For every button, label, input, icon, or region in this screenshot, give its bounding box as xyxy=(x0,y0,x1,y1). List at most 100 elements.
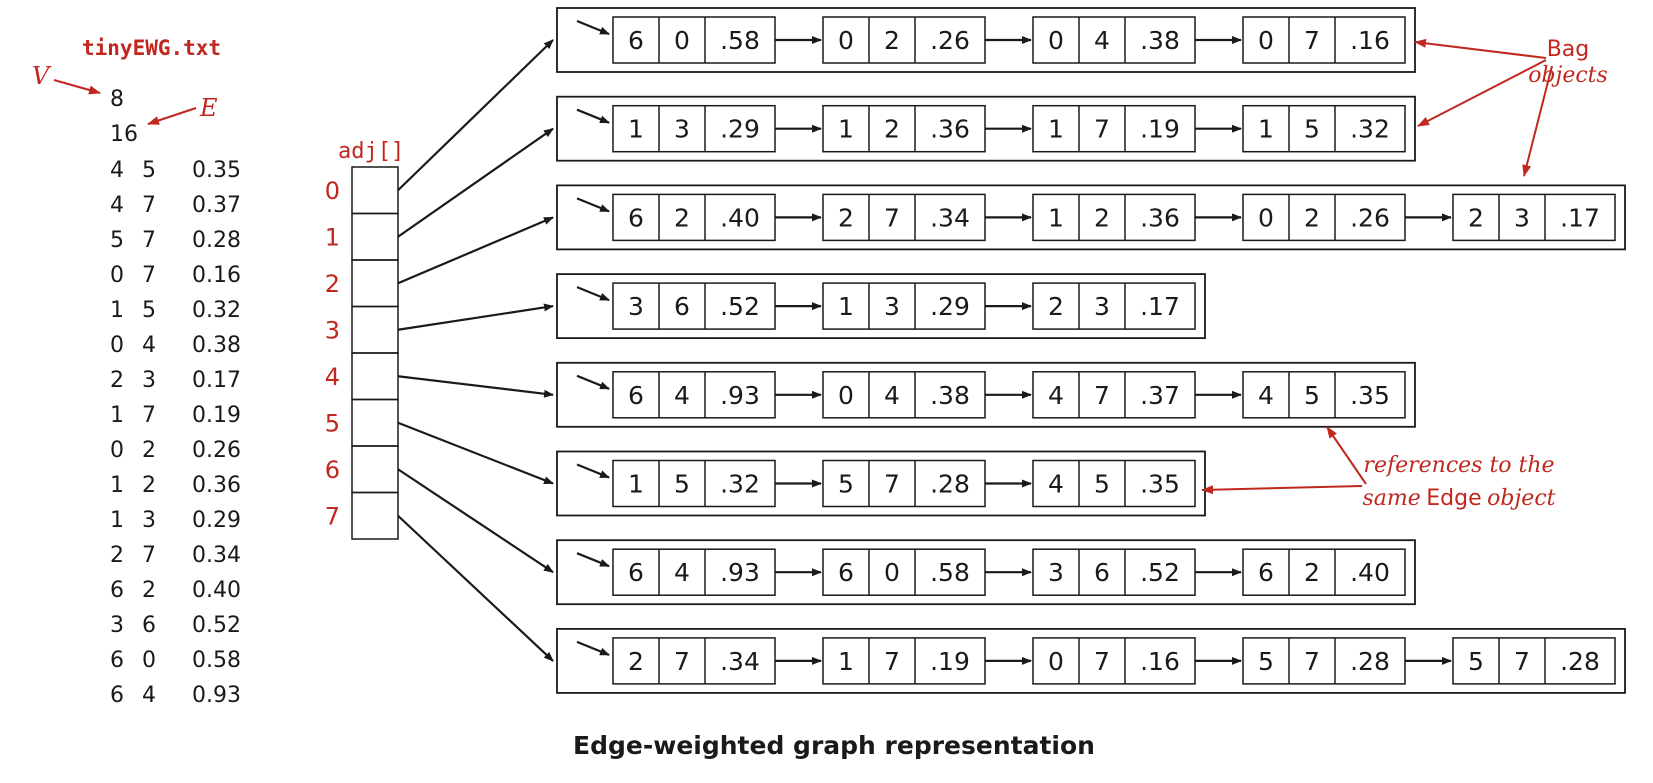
edge-node-w: 5 xyxy=(674,470,690,499)
edge-node-w: 3 xyxy=(674,115,690,144)
adj-pointer-arrow xyxy=(397,375,554,398)
e-label: E xyxy=(199,94,218,122)
adj-index: 6 xyxy=(325,456,340,484)
bag-annotation-arrow-1 xyxy=(1417,59,1547,127)
bag-box xyxy=(556,273,1206,340)
edge-node-v: 3 xyxy=(628,292,644,321)
edge-w: 7 xyxy=(142,403,156,428)
adj-cell xyxy=(351,166,399,215)
edge-node-v: 3 xyxy=(1048,558,1064,587)
edge-v: 1 xyxy=(110,508,124,533)
edge-w: 7 xyxy=(142,543,156,568)
edge-node-box xyxy=(1452,637,1616,685)
edge-node-w: 0 xyxy=(674,26,690,55)
adj-index: 4 xyxy=(325,363,340,391)
adj-cell xyxy=(351,445,399,494)
edge-node-weight: .28 xyxy=(1350,647,1390,676)
edge-node-w: 7 xyxy=(1094,647,1110,676)
bag-box xyxy=(556,628,1626,694)
edge-node-w: 6 xyxy=(1094,558,1110,587)
edge-node-v: 2 xyxy=(1468,203,1484,232)
adj-index: 1 xyxy=(325,224,340,252)
adj-cell xyxy=(351,305,399,354)
edge-node-v: 6 xyxy=(628,203,644,232)
edge-node-weight: .29 xyxy=(930,292,970,321)
adj-cell xyxy=(351,259,399,308)
edge-w: 4 xyxy=(142,333,156,358)
edge-node-v: 0 xyxy=(1258,26,1274,55)
edge-node-w: 4 xyxy=(1094,26,1110,55)
edge-v: 2 xyxy=(110,543,124,568)
edge-v: 1 xyxy=(110,403,124,428)
edge-weight: 0.28 xyxy=(192,228,241,253)
edge-node-w: 2 xyxy=(674,203,690,232)
edge-node-v: 1 xyxy=(838,115,854,144)
bag-annotation-word: Bag xyxy=(1547,37,1590,62)
edge-node-v: 6 xyxy=(628,26,644,55)
bag-first-pointer xyxy=(576,286,610,302)
edge-node-v: 1 xyxy=(628,470,644,499)
bag-first-pointer xyxy=(576,552,610,568)
edge-node-weight: .37 xyxy=(1140,381,1180,410)
adj-pointer-arrow xyxy=(397,421,554,485)
edge-node-v: 6 xyxy=(838,558,854,587)
adj-index: 7 xyxy=(325,503,340,531)
edge-w: 5 xyxy=(142,298,156,323)
edge-node-w: 7 xyxy=(674,647,690,676)
adj-cell xyxy=(351,212,399,261)
adj-index: 2 xyxy=(325,270,340,298)
edge-node-w: 4 xyxy=(674,381,690,410)
edge-node-w: 4 xyxy=(884,381,900,410)
edge-node-weight: .93 xyxy=(720,558,760,587)
edge-node-w: 2 xyxy=(1304,558,1320,587)
adj-index: 5 xyxy=(325,410,340,438)
edge-node-w: 3 xyxy=(1094,292,1110,321)
bag-annotation-objects: objects xyxy=(1528,63,1608,88)
adj-pointer-arrow xyxy=(397,514,554,662)
edge-w: 5 xyxy=(142,158,156,183)
edge-weight: 0.38 xyxy=(192,333,241,358)
vertex-count: 8 xyxy=(110,87,124,112)
ref-annotation-line2: same Edge object xyxy=(1362,485,1555,511)
adj-label: adj[] xyxy=(338,139,404,164)
edge-v: 1 xyxy=(110,298,124,323)
edge-reference-annotation: references to the same Edge object xyxy=(1201,426,1556,511)
adj-cell xyxy=(351,398,399,447)
edge-weight: 0.16 xyxy=(192,263,241,288)
edge-node-weight: .52 xyxy=(720,292,760,321)
ref-annotation-line1: references to the xyxy=(1363,453,1554,478)
edge-weight: 0.52 xyxy=(192,613,241,638)
edge-node-w: 7 xyxy=(884,203,900,232)
edge-node-v: 1 xyxy=(628,115,644,144)
ref-annotation-arrow-left xyxy=(1201,485,1363,495)
edge-node-box xyxy=(1242,548,1406,596)
edge-v: 3 xyxy=(110,613,124,638)
edge-node-v: 0 xyxy=(1048,26,1064,55)
edge-node-weight: .36 xyxy=(1140,203,1180,232)
edge-node-v: 5 xyxy=(1468,647,1484,676)
edge-node-weight: .19 xyxy=(930,647,970,676)
edge-node-weight: .17 xyxy=(1140,292,1180,321)
edge-node-weight: .32 xyxy=(720,470,760,499)
edge-node-w: 7 xyxy=(1094,115,1110,144)
adj-index: 3 xyxy=(325,317,340,345)
edge-node-weight: .36 xyxy=(930,115,970,144)
